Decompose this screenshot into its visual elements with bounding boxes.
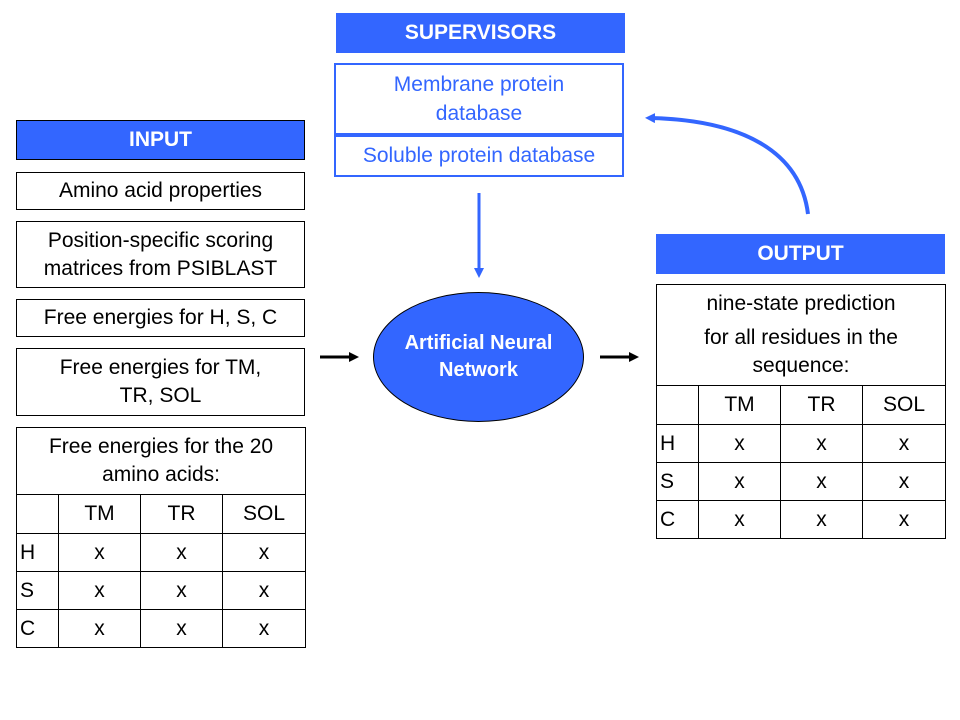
- amino-acid-properties-box: Amino acid properties: [16, 172, 305, 210]
- input-table-header-sol: SOL: [221, 494, 307, 534]
- table-cell: x: [780, 462, 863, 501]
- input-table-header-tm: TM: [58, 494, 141, 534]
- output-table-caption-line3: sequence:: [752, 353, 850, 377]
- input-title: INPUT: [129, 128, 192, 151]
- input-table-caption-line1: Free energies for the 20: [48, 435, 274, 459]
- free-energies-hsc-label: Free energies for H, S, C: [43, 306, 278, 330]
- free-energies-tm-line2: TR, SOL: [119, 384, 202, 407]
- input-row-label-h: H: [16, 533, 59, 572]
- table-cell: x: [780, 500, 863, 539]
- output-header: OUTPUT: [656, 234, 945, 274]
- output-table-caption-line1: nine-state prediction: [706, 292, 896, 316]
- output-table-header-tm: TM: [698, 385, 781, 425]
- table-cell: x: [698, 424, 781, 463]
- table-cell: x: [140, 533, 223, 572]
- input-table-caption-line2: amino acids:: [102, 463, 220, 486]
- supervisors-title: SUPERVISORS: [404, 21, 557, 44]
- membrane-database-line2: database: [435, 102, 523, 125]
- neural-network-node: Artificial Neural Network: [373, 292, 584, 422]
- table-row: C x x x: [16, 609, 307, 648]
- input-header: INPUT: [16, 120, 305, 160]
- table-row: S x x x: [16, 571, 307, 610]
- table-cell: x: [58, 571, 141, 610]
- output-row-label-s: S: [656, 462, 699, 501]
- pssm-line1: Position-specific scoring: [47, 228, 274, 252]
- output-table-header-tr: TR: [780, 385, 863, 425]
- free-energies-tm-box: Free energies for TM, TR, SOL: [16, 348, 305, 416]
- table-cell: x: [140, 571, 223, 610]
- free-energies-tm-line1: Free energies for TM,: [59, 356, 262, 380]
- table-cell: x: [58, 533, 141, 572]
- soluble-database-label: Soluble protein database: [362, 144, 596, 168]
- output-table-header-sol: SOL: [861, 385, 947, 425]
- input-table-corner: [16, 494, 59, 534]
- membrane-database-box: Membrane protein database: [334, 63, 624, 135]
- table-cell: x: [780, 424, 863, 463]
- free-energies-hsc-box: Free energies for H, S, C: [16, 299, 305, 337]
- input-energy-table: Free energies for the 20 amino acids: TM…: [15, 427, 307, 648]
- table-cell: x: [698, 500, 781, 539]
- input-row-label-s: S: [16, 571, 59, 610]
- output-row-label-h: H: [656, 424, 699, 463]
- table-cell: x: [58, 609, 141, 648]
- input-table-header-tr: TR: [140, 494, 223, 534]
- soluble-database-box: Soluble protein database: [334, 135, 624, 177]
- table-cell: x: [221, 533, 307, 572]
- input-table-caption: Free energies for the 20 amino acids:: [15, 427, 307, 495]
- table-cell: x: [861, 500, 947, 539]
- output-title: OUTPUT: [757, 242, 844, 265]
- table-cell: x: [140, 609, 223, 648]
- membrane-database-line1: Membrane protein: [393, 72, 565, 96]
- neural-network-line1: Artificial Neural: [404, 332, 553, 354]
- supervisors-header: SUPERVISORS: [336, 13, 625, 53]
- table-cell: x: [861, 462, 947, 501]
- output-table-caption: nine-state prediction for all residues i…: [655, 284, 947, 386]
- table-cell: x: [698, 462, 781, 501]
- output-to-supervisors-feedback-arrow: [645, 113, 810, 215]
- amino-acid-properties-label: Amino acid properties: [58, 179, 263, 203]
- input-row-label-c: C: [16, 609, 59, 648]
- table-row: S x x x: [656, 462, 947, 501]
- table-row: H x x x: [16, 533, 307, 572]
- table-cell: x: [861, 424, 947, 463]
- pssm-box: Position-specific scoring matrices from …: [16, 221, 305, 288]
- pssm-line2: matrices from PSIBLAST: [43, 256, 278, 280]
- output-table-caption-line2: for all residues in the: [704, 326, 898, 350]
- table-row: H x x x: [656, 424, 947, 463]
- output-prediction-table: nine-state prediction for all residues i…: [655, 284, 947, 539]
- table-cell: x: [221, 609, 307, 648]
- output-table-corner: [656, 385, 699, 425]
- table-cell: x: [221, 571, 307, 610]
- neural-network-line2: Network: [439, 359, 518, 381]
- table-row: C x x x: [656, 500, 947, 539]
- output-row-label-c: C: [656, 500, 699, 539]
